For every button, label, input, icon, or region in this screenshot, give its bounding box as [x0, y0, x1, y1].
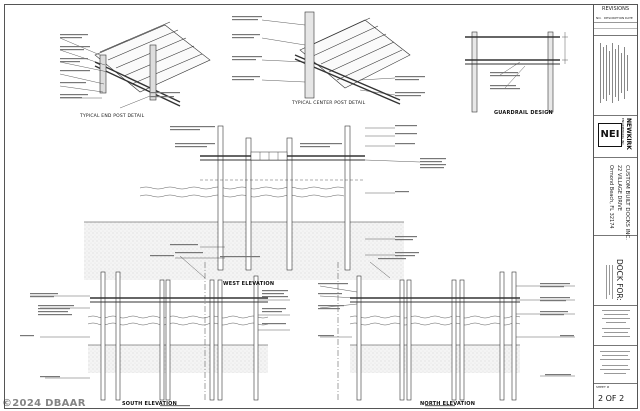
west-elevation-title: WEST ELEVATION	[223, 281, 275, 287]
revisions-label: REVISIONS	[602, 6, 630, 12]
client-address-1: 22 VILLAGE DRIVE	[616, 165, 622, 211]
end-post-detail-title: TYPICAL END POST DETAIL	[80, 114, 145, 119]
client-address-2: Ormond Beach, FL 32174	[608, 165, 614, 229]
company-subtitle: ENGINEERING INC.	[621, 118, 625, 147]
engineer-info-block	[594, 345, 637, 384]
south-elevation-title: SOUTH ELEVATION	[122, 401, 177, 407]
center-post-detail-title: TYPICAL CENTER POST DETAIL	[292, 101, 366, 106]
client-name: CUSTOM BUILT DOCKS INC.	[624, 165, 630, 240]
revisions-block: REVISIONS NO. DESCRIPTION DATE	[594, 5, 637, 36]
rev-col-no: NO.	[596, 16, 602, 20]
project-block: DOCK FOR:	[594, 235, 637, 306]
engineer-seal-block	[594, 35, 637, 116]
copyright-watermark: ©2024 DBAAR	[2, 398, 86, 409]
nei-logo: NEI	[598, 123, 622, 147]
sheet-number-block: SHEET # 2 OF 2	[594, 383, 637, 408]
rev-col-date: DATE	[625, 16, 633, 20]
permit-stamp-block	[594, 305, 637, 346]
north-elevation	[319, 261, 575, 401]
company-name: NEWKIRK	[625, 118, 632, 150]
center-post-detail	[261, 11, 411, 105]
title-block: REVISIONS NO. DESCRIPTION DATE NEI NEWKI…	[593, 4, 638, 409]
south-elevation	[30, 255, 290, 401]
sheet-label: SHEET #	[596, 385, 610, 389]
north-elevation-title: NORTH ELEVATION	[420, 401, 476, 407]
client-block: CUSTOM BUILT DOCKS INC. 22 VILLAGE DRIVE…	[594, 157, 637, 240]
logo-block: NEI NEWKIRK ENGINEERING INC.	[594, 115, 637, 158]
west-elevation	[84, 125, 421, 280]
guardrail-title: GUARDRAIL DESIGN	[494, 110, 553, 116]
end-post-detail	[59, 21, 211, 109]
rev-col-description: DESCRIPTION	[604, 16, 625, 20]
sheet-number: 2 OF 2	[598, 394, 625, 403]
